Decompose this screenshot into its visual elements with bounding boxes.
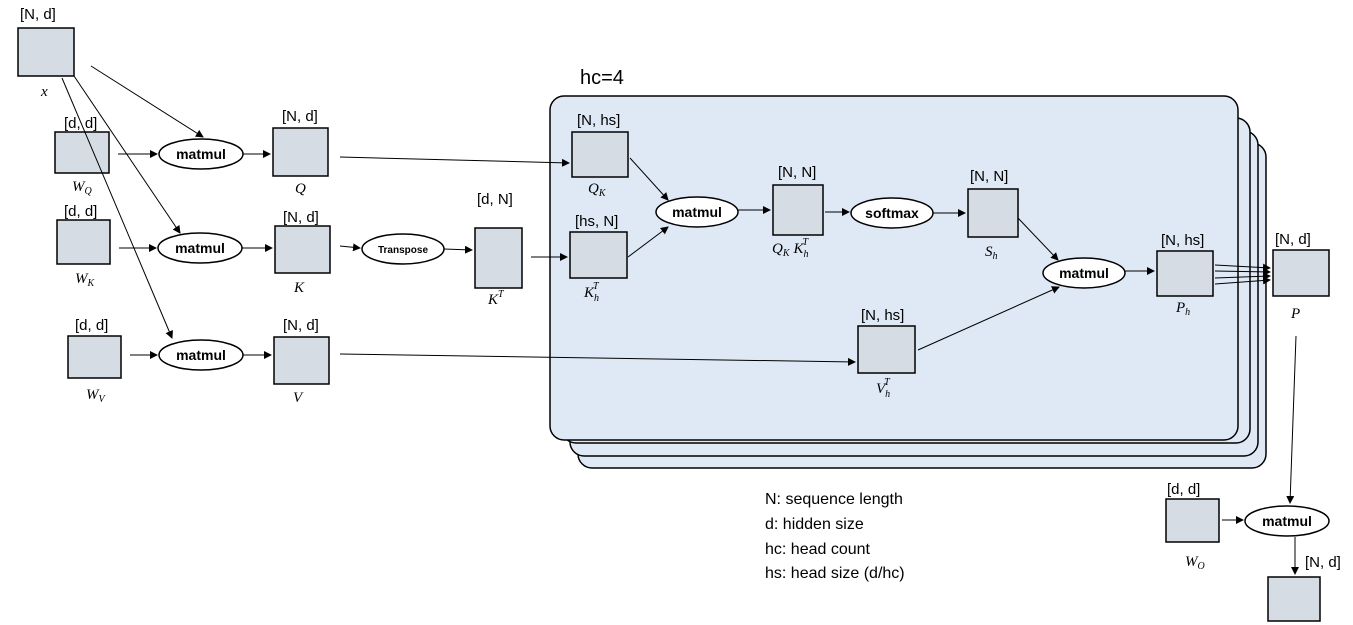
- qk-tensor: [571, 131, 629, 178]
- matmul-q-label: matmul: [176, 146, 226, 162]
- vht-dim: [N, hs]: [861, 307, 904, 324]
- vht-tensor: [857, 325, 916, 374]
- kht-label: KhT: [583, 281, 600, 304]
- matmul-out-label: matmul: [1262, 513, 1312, 529]
- wo-label: WO: [1185, 554, 1205, 572]
- q-dim: [N, d]: [282, 108, 318, 125]
- wk-label: WK: [75, 271, 96, 289]
- p-tensor: [1272, 249, 1330, 297]
- legend-item: N: sequence length: [765, 491, 903, 508]
- kt-dim: [d, N]: [477, 191, 513, 208]
- kht-tensor: [569, 231, 628, 279]
- matmul-v-label: matmul: [176, 347, 226, 363]
- wq-label: WQ: [72, 179, 93, 197]
- x-dim: [N, d]: [20, 6, 56, 23]
- output-dim: [N, d]: [1305, 554, 1341, 571]
- output-tensor: [1267, 576, 1321, 622]
- head-count-label: hc=4: [580, 67, 624, 89]
- x-label: x: [40, 84, 48, 100]
- kt-tensor: [474, 227, 523, 289]
- wv-label: WV: [86, 387, 107, 405]
- v-dim: [N, d]: [283, 317, 319, 334]
- edges: [61, 65, 1299, 575]
- kt-label: KT: [487, 289, 505, 308]
- wv-tensor: [67, 335, 122, 379]
- qkkh-tensor: [772, 184, 824, 236]
- matmul-qk-op: [655, 196, 739, 228]
- transpose-label: Transpose: [378, 245, 428, 256]
- legend-item: hs: head size (d/hc): [765, 565, 905, 582]
- legend-item: hc: head count: [765, 541, 871, 558]
- k-dim: [N, d]: [283, 209, 319, 226]
- v-label: V: [293, 390, 304, 406]
- matmul-sv-label: matmul: [1059, 265, 1109, 281]
- q-tensor: [272, 127, 329, 177]
- qkkh-dim: [N, N]: [778, 164, 816, 181]
- kht-dim: [hs, N]: [575, 213, 618, 230]
- x-tensor: [17, 27, 75, 77]
- sh-label: Sh: [985, 244, 998, 262]
- q-label: Q: [295, 181, 306, 197]
- vht-label: VhT: [876, 377, 891, 400]
- ph-tensor: [1156, 250, 1214, 297]
- sh-tensor: [967, 188, 1019, 238]
- head-panel-1: [549, 95, 1239, 441]
- wk-dim: [d, d]: [64, 203, 97, 220]
- legend-item: d: hidden size: [765, 516, 864, 533]
- ph-label: Ph: [1175, 300, 1190, 318]
- p-label: P: [1290, 306, 1300, 322]
- ph-dim: [N, hs]: [1161, 232, 1204, 249]
- wo-tensor: [1165, 498, 1220, 543]
- matmul-k-label: matmul: [175, 240, 225, 256]
- wq-tensor: [54, 131, 110, 174]
- wv-dim: [d, d]: [75, 317, 108, 334]
- matmul-sv-op: [1042, 257, 1126, 289]
- qk-dim: [N, hs]: [577, 112, 620, 129]
- softmax-label: softmax: [865, 205, 919, 221]
- wq-dim: [d, d]: [64, 115, 97, 132]
- matmul-out-op: [1244, 505, 1330, 537]
- legend: N: sequence length d: hidden size hc: he…: [765, 491, 905, 582]
- p-dim: [N, d]: [1275, 231, 1311, 248]
- k-label: K: [293, 280, 305, 296]
- matmul-qk-label: matmul: [672, 204, 722, 220]
- v-tensor: [273, 336, 330, 385]
- wo-dim: [d, d]: [1167, 481, 1200, 498]
- wk-tensor: [56, 219, 111, 265]
- k-tensor: [274, 225, 331, 274]
- qk-label: QK: [588, 181, 607, 199]
- sh-dim: [N, N]: [970, 168, 1008, 185]
